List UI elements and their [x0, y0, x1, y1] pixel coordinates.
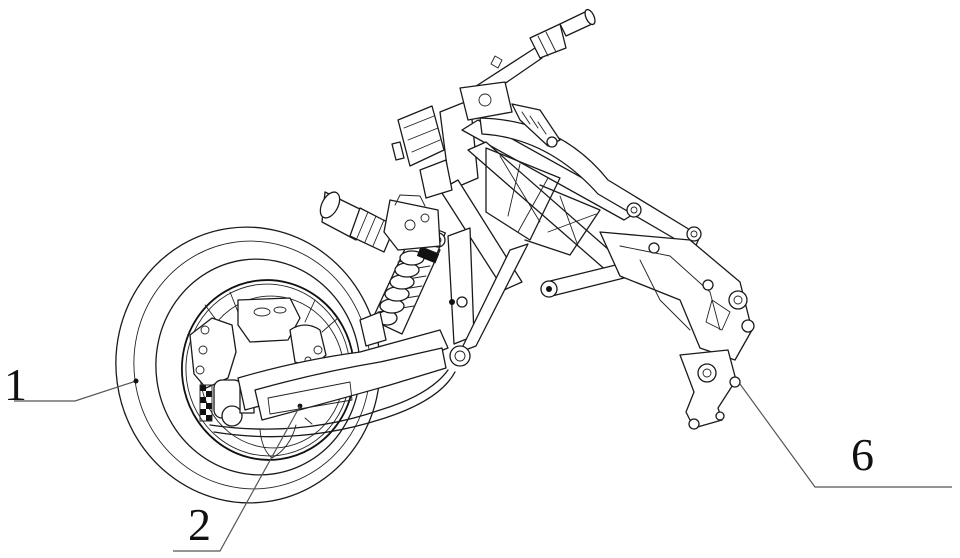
- handlebar-assembly: [391, 8, 596, 199]
- reference-label-6-main-frame: 6: [851, 429, 874, 480]
- leader-line-6: [739, 383, 952, 488]
- rear-brake-assembly: [189, 297, 327, 427]
- motor-canister: [319, 191, 441, 253]
- leader-line-2: [173, 405, 301, 552]
- leader-line-1: [14, 380, 137, 402]
- reference-label-2-swingarm: 2: [188, 499, 211, 550]
- reference-label-1-rear-wheel: 1: [4, 359, 27, 410]
- swingarm: [209, 329, 456, 459]
- main-frame: [439, 99, 755, 430]
- leader-lines: [14, 378, 952, 552]
